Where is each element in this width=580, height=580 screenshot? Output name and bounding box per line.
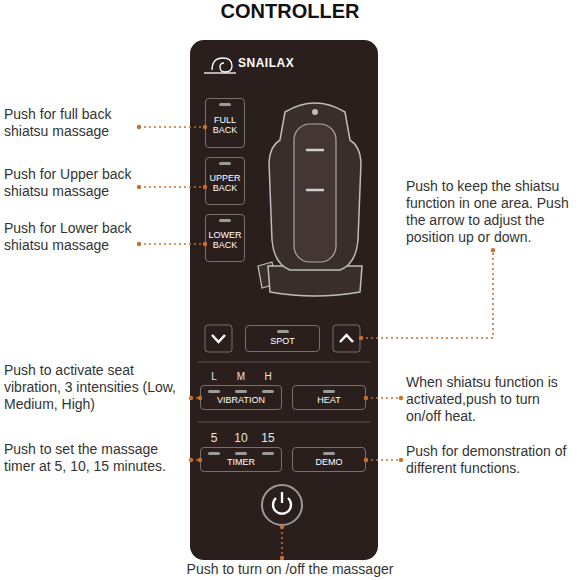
down-arrow <box>212 335 225 342</box>
leader-dot <box>137 125 141 129</box>
button-label: VIBRATION <box>217 396 265 406</box>
up-arrow-button <box>333 325 360 352</box>
button-label: TIMER <box>227 458 255 468</box>
control-button: HEAT <box>292 385 366 410</box>
panel-marking: 5 <box>204 432 224 445</box>
control-button: DEMO <box>292 447 366 472</box>
diagram-title: CONTROLLER <box>0 0 580 23</box>
callout-text: Push to activate seat vibration, 3 inten… <box>4 362 186 413</box>
control-button: TIMER <box>200 447 282 472</box>
brand-logo: SNAILAX <box>238 56 294 70</box>
snail-icon <box>204 72 236 73</box>
panel-marking: 10 <box>231 432 251 445</box>
chair-backrest <box>269 103 361 270</box>
indicator-light <box>277 330 289 333</box>
button-label: HEAT <box>317 396 340 406</box>
massage-node-marks <box>307 150 323 190</box>
indicator-light <box>208 452 220 455</box>
down-arrow-button <box>205 325 232 352</box>
leader-line <box>191 459 200 461</box>
callout-text: Push to keep the shiatsu function in one… <box>406 178 576 246</box>
leader-dot <box>198 458 202 462</box>
indicator-light <box>219 162 231 165</box>
leader-dot <box>399 396 403 400</box>
power-symbol <box>281 492 283 503</box>
leader-line <box>366 459 401 461</box>
leader-dot <box>137 242 141 246</box>
leader-dot <box>137 185 141 189</box>
control-button: FULL BACK <box>205 98 245 148</box>
leader-dot <box>198 396 202 400</box>
leader-dot <box>203 242 207 246</box>
button-label: SPOT <box>270 337 295 347</box>
controller-panel: SNAILAX FULL BACK UPPER BACK LOWER BACK SPOT… <box>190 40 378 560</box>
button-label: FULL BACK <box>208 116 242 136</box>
indicator-light <box>235 390 247 393</box>
control-button: UPPER BACK <box>205 157 245 205</box>
chair-logo <box>312 109 318 115</box>
leader-dot <box>364 396 368 400</box>
leader-dot <box>189 396 193 400</box>
leader-line <box>361 250 493 338</box>
indicator-light <box>219 103 231 106</box>
panel-marking: 15 <box>258 432 278 445</box>
button-label: LOWER BACK <box>208 231 242 251</box>
panel-marking: L <box>204 371 224 382</box>
snail-icon <box>212 58 232 72</box>
leader-dot <box>280 556 284 560</box>
button-label: DEMO <box>316 458 343 468</box>
leader-dot <box>189 458 193 462</box>
leader-line <box>139 186 205 188</box>
panel-marking: H <box>258 371 278 382</box>
indicator-light <box>323 390 335 393</box>
callout-text: Push for Upper back shiatsu massage <box>4 166 134 200</box>
power-button <box>262 485 302 525</box>
indicator-light <box>208 390 220 393</box>
callout-text: Push for demonstration of different func… <box>406 443 576 477</box>
indicator-light <box>262 452 274 455</box>
leader-line <box>139 243 205 245</box>
panel-marking: M <box>231 371 251 382</box>
indicator-light <box>262 390 274 393</box>
leader-dot <box>364 458 368 462</box>
leader-dot <box>280 525 284 529</box>
leader-line <box>281 527 283 558</box>
leader-line <box>139 126 205 128</box>
callout-text: Push to set the massage timer at 5, 10, … <box>4 441 186 475</box>
up-arrow <box>340 335 353 342</box>
leader-line <box>191 397 200 399</box>
indicator-light <box>219 219 231 222</box>
separator-line <box>198 362 370 422</box>
leader-line <box>366 397 401 399</box>
control-button: SPOT <box>245 325 320 352</box>
leader-dot <box>203 185 207 189</box>
callout-text: Push for full back shiatsu massage <box>4 106 134 140</box>
indicator-light <box>235 452 247 455</box>
leader-dot <box>359 336 363 340</box>
indicator-light <box>323 452 335 455</box>
leader-dot <box>491 248 495 252</box>
callout-text: Push to turn on /off the massager <box>90 561 490 578</box>
leader-dot <box>203 125 207 129</box>
leader-dot <box>399 458 403 462</box>
button-label: UPPER BACK <box>208 174 242 194</box>
control-button: LOWER BACK <box>205 214 245 262</box>
chair-center-panel <box>294 124 336 262</box>
control-button: VIBRATION <box>200 385 282 410</box>
callout-text: Push for Lower back shiatsu massage <box>4 220 134 254</box>
callout-text: When shiatsu function is activated,push … <box>406 374 576 425</box>
